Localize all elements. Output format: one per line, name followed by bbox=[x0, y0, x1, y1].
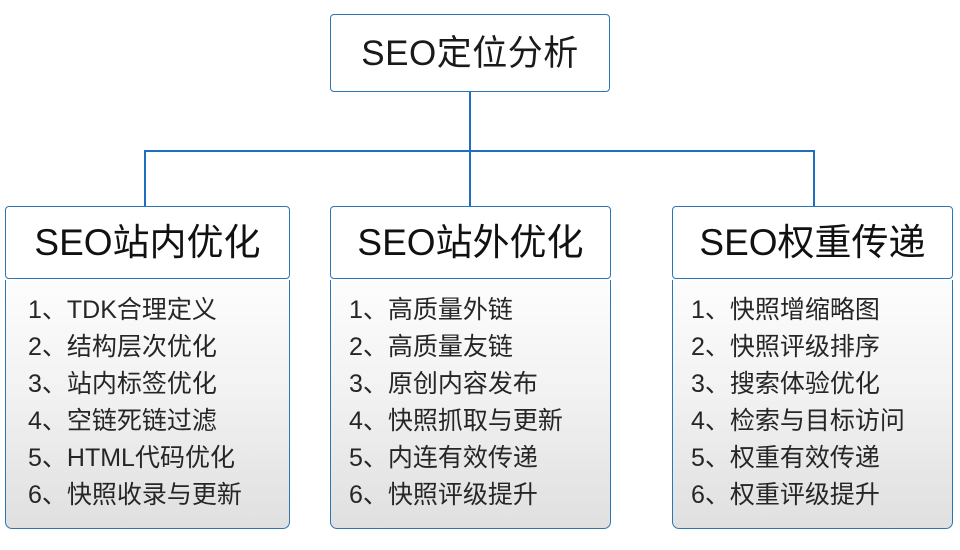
branch-column-3: SEO权重传递 1、 快照增缩略图 2、 快照评级排序 3、 搜索体验优化 4、… bbox=[672, 206, 953, 529]
list-item-index: 6、 bbox=[28, 481, 67, 509]
list-item: 1、 快照增缩略图 bbox=[673, 292, 952, 329]
list-item: 6、 权重评级提升 bbox=[673, 477, 952, 514]
list-item-text: 高质量外链 bbox=[387, 296, 513, 324]
list-item-text: 内连有效传递 bbox=[387, 444, 538, 472]
list-item-index: 3、 bbox=[691, 370, 730, 398]
branch-3-header-label: SEO权重传递 bbox=[699, 222, 926, 263]
list-item-index: 3、 bbox=[28, 370, 67, 398]
list-item-text: 空链死链过滤 bbox=[66, 407, 217, 435]
list-item: 1、 高质量外链 bbox=[331, 292, 610, 329]
list-item: 5、 权重有效传递 bbox=[673, 440, 952, 477]
list-item: 2、 快照评级排序 bbox=[673, 329, 952, 366]
list-item-index: 2、 bbox=[28, 333, 67, 361]
list-item-text: 高质量友链 bbox=[387, 333, 513, 361]
connector-branch-2-vertical bbox=[469, 150, 471, 207]
list-item: 3、 搜索体验优化 bbox=[673, 366, 952, 403]
list-item-text: 权重评级提升 bbox=[729, 481, 880, 509]
list-item-index: 1、 bbox=[349, 296, 388, 324]
list-item-text: 搜索体验优化 bbox=[729, 370, 880, 398]
list-item-text: HTML代码优化 bbox=[66, 444, 235, 472]
branch-2-list: 1、 高质量外链 2、 高质量友链 3、 原创内容发布 4、 快照抓取与更新 5… bbox=[330, 280, 611, 529]
list-item-index: 6、 bbox=[349, 481, 388, 509]
list-item-text: 权重有效传递 bbox=[729, 444, 880, 472]
list-item: 5、 HTML代码优化 bbox=[6, 440, 289, 477]
list-item-text: 快照抓取与更新 bbox=[387, 407, 563, 435]
list-item: 2、 结构层次优化 bbox=[6, 329, 289, 366]
list-item: 5、 内连有效传递 bbox=[331, 440, 610, 477]
list-item-index: 5、 bbox=[349, 444, 388, 472]
branch-2-header[interactable]: SEO站外优化 bbox=[330, 206, 611, 279]
root-node[interactable]: SEO定位分析 bbox=[330, 14, 610, 92]
branch-2-header-label: SEO站外优化 bbox=[357, 222, 584, 263]
list-item-index: 5、 bbox=[28, 444, 67, 472]
branch-column-1: SEO站内优化 1、 TDK合理定义 2、 结构层次优化 3、 站内标签优化 4… bbox=[5, 206, 290, 529]
branch-3-header[interactable]: SEO权重传递 bbox=[672, 206, 953, 279]
list-item: 4、 快照抓取与更新 bbox=[331, 403, 610, 440]
connector-root-vertical bbox=[469, 92, 471, 151]
list-item-index: 2、 bbox=[349, 333, 388, 361]
list-item: 1、 TDK合理定义 bbox=[6, 292, 289, 329]
list-item-index: 2、 bbox=[691, 333, 730, 361]
list-item-index: 3、 bbox=[349, 370, 388, 398]
list-item-text: 检索与目标访问 bbox=[729, 407, 905, 435]
list-item-text: 快照评级排序 bbox=[729, 333, 880, 361]
list-item-text: 站内标签优化 bbox=[66, 370, 217, 398]
list-item-index: 4、 bbox=[28, 407, 67, 435]
list-item: 6、 快照评级提升 bbox=[331, 477, 610, 514]
list-item-text: 快照收录与更新 bbox=[66, 481, 242, 509]
list-item-index: 4、 bbox=[691, 407, 730, 435]
list-item-index: 1、 bbox=[691, 296, 730, 324]
list-item-index: 4、 bbox=[349, 407, 388, 435]
list-item: 2、 高质量友链 bbox=[331, 329, 610, 366]
branch-1-list: 1、 TDK合理定义 2、 结构层次优化 3、 站内标签优化 4、 空链死链过滤… bbox=[5, 280, 290, 529]
list-item-text: 快照增缩略图 bbox=[729, 296, 880, 324]
connector-branch-3-vertical bbox=[813, 150, 815, 207]
list-item-text: TDK合理定义 bbox=[66, 296, 217, 324]
list-item: 4、 检索与目标访问 bbox=[673, 403, 952, 440]
list-item-index: 6、 bbox=[691, 481, 730, 509]
list-item-text: 结构层次优化 bbox=[66, 333, 217, 361]
list-item: 3、 原创内容发布 bbox=[331, 366, 610, 403]
branch-1-header-label: SEO站内优化 bbox=[34, 222, 261, 263]
list-item-text: 快照评级提升 bbox=[387, 481, 538, 509]
connector-branch-1-vertical bbox=[144, 150, 146, 207]
list-item: 4、 空链死链过滤 bbox=[6, 403, 289, 440]
list-item: 3、 站内标签优化 bbox=[6, 366, 289, 403]
branch-1-header[interactable]: SEO站内优化 bbox=[5, 206, 290, 279]
root-node-label: SEO定位分析 bbox=[361, 33, 579, 73]
list-item-index: 1、 bbox=[28, 296, 67, 324]
list-item-index: 5、 bbox=[691, 444, 730, 472]
branch-3-list: 1、 快照增缩略图 2、 快照评级排序 3、 搜索体验优化 4、 检索与目标访问… bbox=[672, 280, 953, 529]
branch-column-2: SEO站外优化 1、 高质量外链 2、 高质量友链 3、 原创内容发布 4、 快… bbox=[330, 206, 611, 529]
list-item-text: 原创内容发布 bbox=[387, 370, 538, 398]
list-item: 6、 快照收录与更新 bbox=[6, 477, 289, 514]
connector-horizontal-bus bbox=[144, 150, 815, 152]
